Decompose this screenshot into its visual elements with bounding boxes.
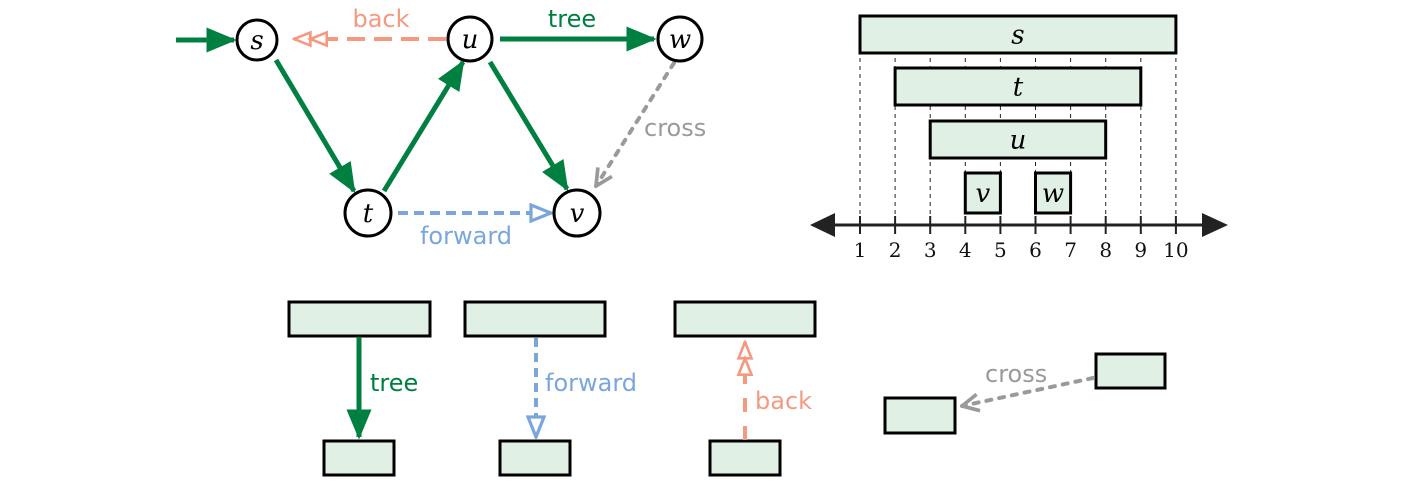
edge-label-forward: forward — [420, 222, 512, 250]
legend-source-box — [1094, 352, 1167, 390]
axis-arrow-left-icon — [810, 213, 835, 237]
edge-type-legend: tree forward back cross — [287, 300, 1167, 477]
node-label: v — [570, 199, 585, 229]
axis-arrow-right-icon — [1202, 213, 1228, 237]
interval-box — [1034, 171, 1073, 215]
interval-label: w — [1042, 179, 1064, 209]
axis-tick-label: 3 — [924, 238, 937, 262]
axis-tick-label: 5 — [994, 238, 1007, 262]
axis-tick-label: 10 — [1163, 238, 1188, 262]
axis-tick-label: 2 — [889, 238, 902, 262]
edge-w-v-cross — [596, 61, 676, 186]
edge-label-cross: cross — [644, 114, 706, 142]
node-label: w — [669, 25, 691, 55]
legend-back-label: back — [755, 387, 812, 415]
interval-t: t — [893, 66, 1143, 107]
edge-label-tree: tree — [548, 5, 596, 33]
node-label: u — [462, 25, 479, 55]
edge-label-back: back — [352, 5, 409, 33]
axis-tick-label: 1 — [854, 238, 867, 262]
graph-node-v: v — [552, 188, 602, 238]
interval-s: s — [858, 14, 1178, 55]
interval-box — [963, 171, 1002, 215]
dfs-graph: back tree cross forward s u w t v — [176, 5, 706, 250]
legend-child-box — [322, 439, 396, 477]
legend-parent-box — [673, 300, 817, 338]
legend-parent-box — [463, 300, 607, 338]
node-label: s — [250, 26, 263, 56]
axis-tick-label: 9 — [1134, 238, 1147, 262]
axis-tick-label: 7 — [1064, 238, 1077, 262]
graph-node-u: u — [446, 15, 494, 63]
legend-cross-label: cross — [985, 360, 1047, 388]
interval-v: v — [963, 171, 1002, 215]
legend-child-box — [708, 439, 782, 477]
interval-label: s — [1011, 21, 1024, 51]
legend-tree-label: tree — [370, 369, 418, 397]
node-label: t — [363, 199, 374, 229]
graph-node-s: s — [235, 18, 279, 62]
edge-s-t — [273, 58, 357, 194]
interval-label: t — [1013, 73, 1024, 103]
graph-node-t: t — [343, 188, 393, 238]
legend-forward-label: forward — [545, 369, 637, 397]
legend-tree: tree — [287, 300, 432, 477]
interval-box — [893, 66, 1143, 107]
interval-box — [928, 119, 1108, 160]
legend-cross-arrow — [962, 376, 1095, 406]
interval-label: v — [975, 179, 990, 209]
axis-tick-label: 6 — [1029, 238, 1042, 262]
interval-w: w — [1034, 171, 1073, 215]
legend-forward: forward — [463, 300, 637, 477]
legend-cross: cross — [883, 352, 1167, 435]
edge-t-u — [381, 59, 466, 193]
legend-parent-box — [287, 300, 432, 338]
edge-u-v — [487, 60, 570, 192]
legend-back: back — [673, 300, 817, 477]
axis-tick-label: 8 — [1099, 238, 1112, 262]
axis-tick-label: 4 — [959, 238, 972, 262]
interval-u: u — [928, 119, 1108, 160]
graph-node-w: w — [656, 15, 704, 63]
legend-target-box — [883, 396, 957, 435]
legend-child-box — [498, 439, 572, 477]
interval-box — [858, 14, 1178, 55]
interval-label: u — [1010, 126, 1027, 156]
